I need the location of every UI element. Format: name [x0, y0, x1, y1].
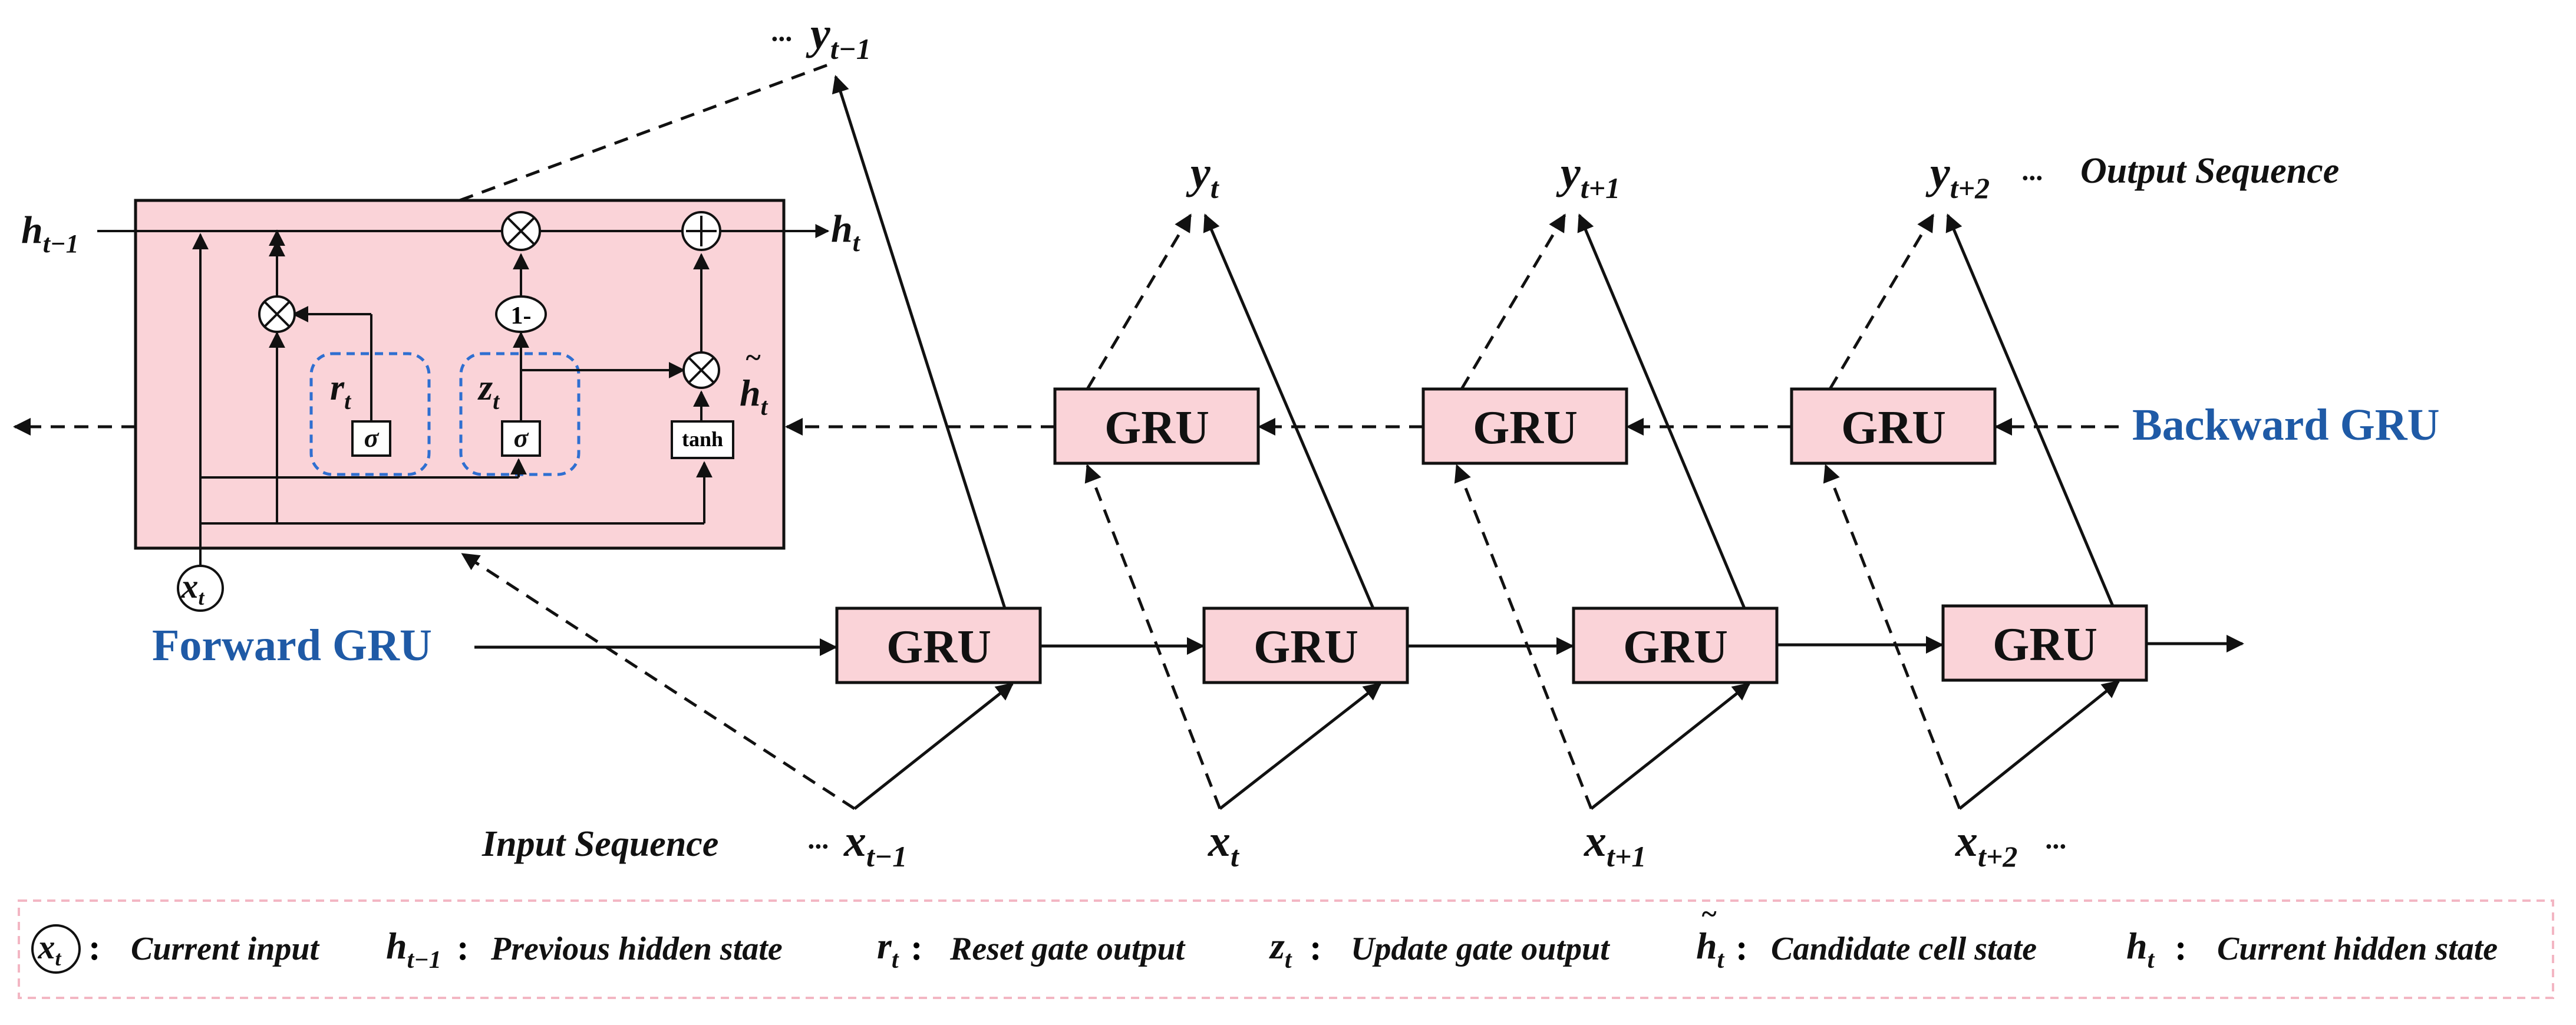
gru-cell-detail: rt σ zt σ 1- tanh [21, 199, 861, 612]
h-tilde-accent: ~ [745, 342, 761, 373]
input-ellipsis-right: ··· [2045, 831, 2066, 862]
reset-sigma-box [351, 420, 391, 457]
legend-symbol-3: rt [877, 925, 899, 974]
x-t-input-circle [177, 565, 224, 612]
forward-gru-3: GRU [1572, 607, 1779, 684]
forward-gru-3-label: GRU [1623, 621, 1728, 673]
output-arrow-fwd-2 [1203, 213, 1375, 609]
backward-gru-3-label: GRU [1841, 402, 1946, 454]
r-t-label: rt [330, 368, 352, 414]
legend-desc-2: Previous hidden state [490, 931, 783, 967]
legend-symbol-2: ht−1 [386, 925, 441, 974]
candidate-multiply-cross [688, 357, 715, 384]
input-arrow-bwd-1 [1084, 464, 1222, 809]
output-y-4: yt+2 [1925, 148, 1990, 205]
forward-gru-title: Forward GRU [152, 621, 432, 670]
input-x-2: xt [1208, 816, 1240, 873]
input-arrow-bwd-2 [1454, 464, 1593, 809]
backward-gru-2: GRU [1421, 387, 1628, 465]
legend-x-circle [31, 924, 81, 974]
output-arrow-bwd-2 [1460, 213, 1566, 390]
legend-colon-2: : [457, 928, 469, 968]
legend-colon-4: : [1310, 928, 1322, 968]
input-sequence-title: Input Sequence [481, 824, 718, 864]
output-arrow-bwd-1 [1086, 213, 1192, 390]
output-sequence-title: Output Sequence [2080, 151, 2339, 191]
backward-gru-2-label: GRU [1473, 402, 1578, 454]
legend-colon-3: : [911, 928, 923, 968]
output-arrow-fwd-4 [1945, 213, 2115, 607]
input-x-1: xt−1 [843, 816, 907, 873]
input-arrow-fwd-3 [1590, 683, 1751, 810]
reset-multiply-cross [263, 301, 291, 328]
legend-desc-3: Reset gate output [949, 931, 1186, 967]
input-x-4: xt+2 [1955, 816, 2017, 873]
legend-desc-5: Candidate cell state [1771, 931, 2037, 967]
legend-symbol-5: ht [1696, 925, 1725, 974]
update-sigma-symbol: σ [514, 423, 529, 453]
input-arrow-fwd-1 [853, 683, 1014, 810]
legend-border [18, 899, 2554, 999]
output-ellipsis-left: ··· [771, 24, 792, 55]
tanh-label: tanh [682, 427, 723, 451]
output-arrow-fwd-3 [1577, 213, 1746, 609]
legend-symbol-6: ht [2126, 925, 2155, 974]
h-prev-label: ht−1 [21, 209, 79, 258]
forward-gru-4: GRU [1941, 604, 2148, 682]
tanh-box [671, 420, 734, 459]
input-ellipsis-left: ··· [807, 831, 829, 862]
legend-symbol-4: zt [1269, 925, 1292, 974]
legend-desc-4: Update gate output [1351, 931, 1610, 967]
legend-colon-1: : [88, 928, 101, 968]
input-arrow-fwd-2 [1219, 683, 1382, 810]
forward-gru-2: GRU [1202, 607, 1409, 684]
output-y-3: yt+1 [1556, 148, 1620, 205]
forward-gru-1: GRU [835, 607, 1042, 684]
h-cur-label: ht [831, 207, 861, 257]
zoom-line-bottom [461, 552, 856, 810]
legend-symbol-5-accent: ~ [1701, 898, 1717, 930]
legend-colon-6: : [2175, 928, 2187, 968]
output-arrow-fwd-1 [832, 75, 1007, 609]
input-arrow-bwd-3 [1823, 464, 1961, 809]
input-x-3: xt+1 [1584, 816, 1646, 873]
backward-gru-1: GRU [1053, 387, 1260, 465]
legend-desc-6: Current hidden state [2217, 931, 2498, 967]
x-t-input-label: xt [180, 567, 205, 609]
output-ellipsis-right: ··· [2021, 163, 2043, 194]
backward-gru-3: GRU [1790, 387, 1997, 465]
legend-symbol-1: xt [37, 928, 61, 970]
backward-gru-1-label: GRU [1104, 402, 1209, 454]
one-minus-label: 1- [511, 302, 532, 329]
forward-gru-4-label: GRU [1993, 619, 2097, 671]
add-op-plus [686, 216, 717, 246]
zoom-line-top [459, 63, 829, 202]
forward-gru-1-label: GRU [886, 621, 991, 673]
legend: xt : Current input ht−1 : Previous hidde… [18, 898, 2554, 999]
legend-desc-1: Current input [131, 931, 319, 967]
output-y-2: yt [1186, 148, 1220, 205]
output-y-1: yt−1 [806, 9, 871, 65]
output-arrow-bwd-3 [1828, 213, 1935, 390]
input-arrow-fwd-4 [1958, 680, 2120, 810]
forward-gru-2-label: GRU [1254, 621, 1358, 673]
legend-colon-5: : [1736, 928, 1748, 968]
backward-gru-title: Backward GRU [2132, 400, 2439, 450]
top-multiply-cross [507, 217, 535, 245]
h-tilde-label: ht [740, 372, 768, 421]
z-t-label: zt [477, 368, 500, 414]
reset-sigma-symbol: σ [364, 423, 380, 453]
